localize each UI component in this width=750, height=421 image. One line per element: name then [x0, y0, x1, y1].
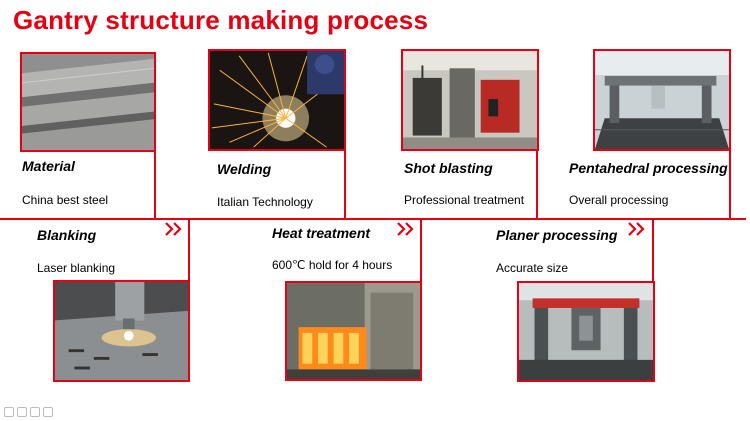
connector-pentahedral [729, 150, 731, 220]
step-desc-heat-treatment: 600℃ hold for 4 hours [272, 258, 393, 272]
timeline-line [0, 218, 746, 220]
slide-toolbar [4, 407, 53, 417]
step-desc-planer: Accurate size [496, 261, 569, 275]
connector-blanking [188, 218, 190, 282]
step-title-heat-treatment: Heat treatment [272, 225, 371, 241]
page-title: Gantry structure making process [13, 5, 429, 35]
step-desc-pentahedral: Overall processing [569, 193, 669, 207]
planer-photo [517, 281, 655, 382]
connector-heat-treatment [420, 218, 422, 282]
connector-welding [344, 150, 346, 220]
connector-planer [652, 218, 654, 282]
double-chevron-right-icon [397, 222, 414, 236]
step-title-blanking: Blanking [37, 227, 97, 243]
material-photo [20, 52, 156, 152]
pentahedral-photo [593, 49, 731, 151]
heat-treatment-photo [285, 281, 422, 381]
step-desc-shot-blasting: Professional treatment [404, 193, 525, 207]
blanking-photo [53, 280, 190, 382]
pointer-icon[interactable] [43, 407, 53, 417]
step-title-planer: Planer processing [496, 227, 618, 243]
shot-blasting-photo [401, 49, 539, 151]
double-chevron-right-icon [165, 222, 182, 236]
pen-icon[interactable] [4, 407, 14, 417]
double-chevron-right-icon [628, 222, 645, 236]
step-desc-blanking: Laser blanking [37, 261, 116, 275]
connector-shot-blasting [536, 150, 538, 220]
slides-icon[interactable] [17, 407, 27, 417]
zoom-icon[interactable] [30, 407, 40, 417]
step-title-pentahedral: Pentahedral processing [569, 160, 728, 176]
step-title-material: Material [22, 158, 75, 174]
welding-photo [208, 49, 346, 151]
step-title-shot-blasting: Shot blasting [404, 160, 493, 176]
step-desc-welding: Italian Technology [217, 195, 313, 209]
connector-material [154, 150, 156, 220]
step-title-welding: Welding [217, 161, 272, 177]
step-desc-material: China best steel [22, 193, 109, 207]
